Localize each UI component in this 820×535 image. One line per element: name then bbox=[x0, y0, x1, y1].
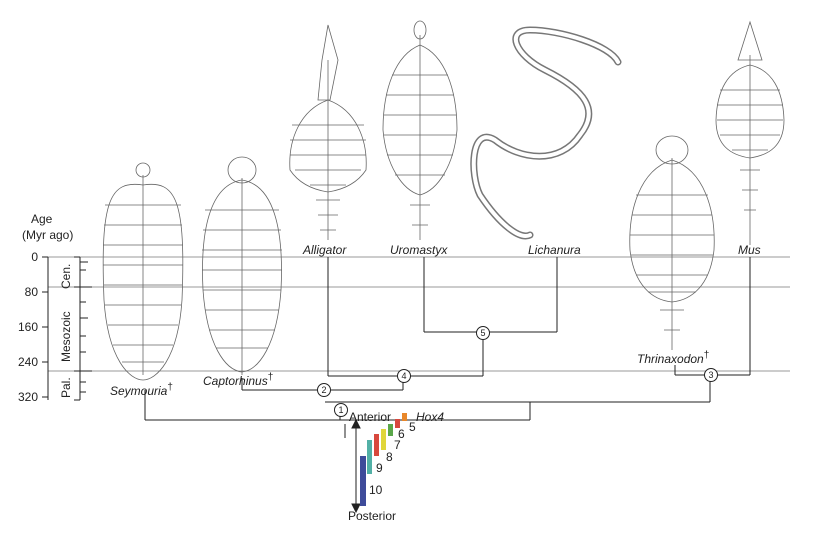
hox10-bar bbox=[360, 456, 366, 506]
taxon-mus: Mus bbox=[738, 243, 761, 257]
anterior-posterior-arrow bbox=[344, 418, 361, 514]
lichanura-skeleton-icon bbox=[470, 26, 622, 240]
taxon-thrinaxodon: Thrinaxodon† bbox=[637, 350, 710, 366]
tick-160: 160 bbox=[17, 320, 38, 334]
thrinaxodon-skeleton-icon bbox=[629, 135, 715, 350]
label-hox4: Hox4 bbox=[416, 410, 445, 424]
taxon-lichanura: Lichanura bbox=[528, 243, 581, 257]
era-paleozoic: Pal. bbox=[59, 377, 73, 398]
hox6-bar bbox=[395, 419, 400, 428]
axis-title-myr: (Myr ago) bbox=[22, 228, 74, 242]
uromastyx-skeleton-icon bbox=[382, 20, 458, 240]
hox-number-9: 9 bbox=[376, 461, 383, 475]
label-posterior: Posterior bbox=[348, 509, 397, 523]
hox-number-5: 5 bbox=[409, 420, 416, 434]
hox8b-bar bbox=[374, 434, 379, 456]
hox-number-6: 6 bbox=[398, 427, 405, 441]
tick-80: 80 bbox=[24, 285, 38, 299]
era-cenozoic: Cen. bbox=[59, 263, 73, 289]
hox-number-10: 10 bbox=[369, 483, 383, 497]
captorhinus-skeleton-icon bbox=[202, 156, 282, 375]
node-1: 1 bbox=[334, 403, 348, 417]
taxon-seymouria: Seymouria† bbox=[110, 382, 173, 398]
tick-320: 320 bbox=[17, 390, 38, 404]
node-5: 5 bbox=[476, 326, 490, 340]
hox-number-7: 7 bbox=[394, 438, 401, 452]
taxon-captorhinus: Captorhinus† bbox=[203, 372, 274, 388]
phylogeny-tree bbox=[144, 257, 751, 421]
hox-number-8: 8 bbox=[386, 450, 393, 464]
axis-title-age: Age bbox=[31, 212, 53, 226]
node-2: 2 bbox=[317, 383, 331, 397]
label-anterior: Anterior bbox=[349, 410, 392, 424]
alligator-skeleton-icon bbox=[289, 24, 367, 240]
hox9-bar bbox=[367, 440, 372, 474]
hox-expression-bars bbox=[360, 413, 407, 506]
taxon-alligator: Alligator bbox=[303, 243, 347, 257]
tick-0: 0 bbox=[31, 250, 38, 264]
hox5-bar bbox=[402, 413, 407, 421]
node-3: 3 bbox=[704, 368, 718, 382]
mus-skeleton-icon bbox=[715, 20, 785, 245]
seymouria-skeleton-icon bbox=[102, 162, 184, 381]
era-mesozoic: Mesozoic bbox=[59, 311, 73, 362]
taxon-uromastyx: Uromastyx bbox=[390, 243, 448, 257]
node-4: 4 bbox=[397, 369, 411, 383]
time-axis bbox=[42, 256, 92, 401]
hox8-bar bbox=[381, 429, 386, 450]
time-gridlines bbox=[48, 256, 790, 372]
tick-240: 240 bbox=[17, 355, 38, 369]
hox7-bar bbox=[388, 424, 393, 436]
